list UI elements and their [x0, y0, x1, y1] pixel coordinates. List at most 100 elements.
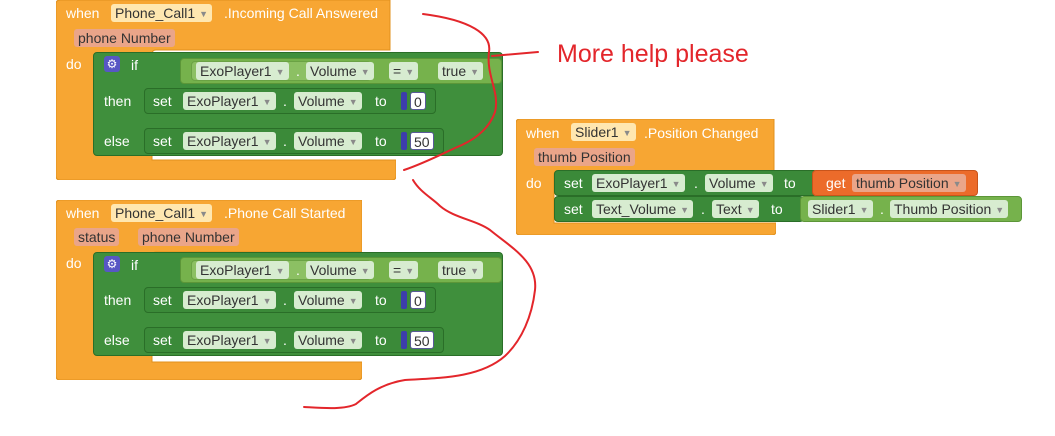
do-keyword: do [66, 56, 82, 72]
boolean-dropdown[interactable]: true▼ [438, 261, 484, 279]
property-dropdown[interactable]: Volume▼ [306, 62, 374, 80]
chevron-down-icon: ▼ [405, 67, 415, 77]
chevron-down-icon: ▼ [360, 266, 370, 276]
to-keyword: to [784, 175, 796, 191]
chevron-down-icon: ▼ [360, 67, 370, 77]
number-connector [401, 291, 407, 309]
event-name: .Incoming Call Answered [224, 5, 379, 21]
dot-separator: . [701, 201, 705, 217]
chevron-down-icon: ▼ [745, 205, 755, 215]
chevron-down-icon: ▼ [199, 209, 209, 219]
to-keyword: to [375, 332, 387, 348]
chevron-down-icon: ▼ [952, 179, 962, 189]
set-keyword: set [153, 93, 172, 109]
chevron-down-icon: ▼ [275, 266, 285, 276]
gear-icon[interactable]: ⚙ [104, 256, 120, 272]
chevron-down-icon: ▼ [622, 128, 632, 138]
operator-dropdown[interactable]: =▼ [389, 261, 419, 279]
property-dropdown[interactable]: Volume▼ [294, 132, 362, 150]
else-keyword: else [104, 133, 130, 149]
chevron-down-icon: ▼ [262, 336, 272, 346]
set-keyword: set [153, 133, 172, 149]
to-keyword: to [375, 133, 387, 149]
number-connector [401, 331, 407, 349]
param-thumb-position[interactable]: thumb Position [534, 148, 635, 166]
to-keyword: to [375, 292, 387, 308]
chevron-down-icon: ▼ [262, 97, 272, 107]
chevron-down-icon: ▼ [759, 179, 769, 189]
chevron-down-icon: ▼ [470, 266, 480, 276]
set-keyword: set [153, 292, 172, 308]
number-value[interactable]: 0 [410, 291, 426, 309]
param-phone-number[interactable]: phone Number [138, 228, 239, 246]
number-value[interactable]: 50 [410, 132, 434, 150]
component-dropdown[interactable]: Phone_Call1▼ [111, 4, 213, 22]
set-keyword: set [564, 201, 583, 217]
chevron-down-icon: ▼ [262, 296, 272, 306]
chevron-down-icon: ▼ [859, 205, 869, 215]
chevron-down-icon: ▼ [348, 137, 358, 147]
component-dropdown[interactable]: ExoPlayer1▼ [196, 261, 289, 279]
param-status[interactable]: status [74, 228, 120, 246]
chevron-down-icon: ▼ [275, 67, 285, 77]
event-name: .Phone Call Started [224, 205, 346, 221]
chevron-down-icon: ▼ [348, 97, 358, 107]
dot-separator: . [880, 201, 884, 217]
component-dropdown[interactable]: Text_Volume▼ [592, 200, 694, 218]
component-dropdown[interactable]: Slider1▼ [808, 200, 873, 218]
chevron-down-icon: ▼ [995, 205, 1005, 215]
component-dropdown[interactable]: ExoPlayer1▼ [183, 331, 276, 349]
component-dropdown[interactable]: ExoPlayer1▼ [196, 62, 289, 80]
else-keyword: else [104, 332, 130, 348]
chevron-down-icon: ▼ [671, 179, 681, 189]
property-dropdown[interactable]: Volume▼ [294, 291, 362, 309]
component-dropdown[interactable]: Slider1▼ [571, 123, 636, 141]
property-dropdown[interactable]: Text▼ [712, 200, 759, 218]
dot-separator: . [283, 332, 287, 348]
number-value[interactable]: 0 [410, 92, 426, 110]
when-keyword: when [66, 5, 100, 21]
chevron-down-icon: ▼ [405, 266, 415, 276]
component-dropdown[interactable]: ExoPlayer1▼ [183, 132, 276, 150]
event-block-slider-position-changed[interactable]: when Slider1▼ .Position Changed thumb Po… [516, 119, 776, 235]
component-dropdown[interactable]: ExoPlayer1▼ [183, 291, 276, 309]
component-dropdown[interactable]: ExoPlayer1▼ [183, 92, 276, 110]
property-dropdown[interactable]: Thumb Position▼ [890, 200, 1009, 218]
chevron-down-icon: ▼ [470, 67, 480, 77]
chevron-down-icon: ▼ [262, 137, 272, 147]
param-phone-number[interactable]: phone Number [74, 29, 175, 47]
to-keyword: to [771, 201, 783, 217]
if-keyword: if [131, 57, 138, 73]
do-keyword: do [526, 175, 542, 191]
dot-separator: . [283, 292, 287, 308]
component-dropdown[interactable]: Phone_Call1▼ [111, 204, 213, 222]
operator-dropdown[interactable]: =▼ [389, 62, 419, 80]
dot-separator: . [283, 93, 287, 109]
then-keyword: then [104, 292, 132, 308]
property-dropdown[interactable]: Volume▼ [705, 174, 773, 192]
chevron-down-icon: ▼ [348, 336, 358, 346]
variable-dropdown[interactable]: thumb Position▼ [852, 174, 966, 192]
to-keyword: to [375, 93, 387, 109]
help-annotation: More help please [557, 40, 749, 68]
boolean-dropdown[interactable]: true▼ [438, 62, 484, 80]
dot-separator: . [296, 63, 300, 79]
gear-icon[interactable]: ⚙ [104, 56, 120, 72]
dot-separator: . [283, 133, 287, 149]
component-dropdown[interactable]: ExoPlayer1▼ [592, 174, 685, 192]
property-dropdown[interactable]: Volume▼ [294, 92, 362, 110]
get-keyword: get [826, 175, 846, 191]
property-dropdown[interactable]: Volume▼ [306, 261, 374, 279]
chevron-down-icon: ▼ [348, 296, 358, 306]
dot-separator: . [694, 175, 698, 191]
do-keyword: do [66, 255, 82, 271]
when-keyword: when [526, 125, 560, 141]
number-value[interactable]: 50 [410, 331, 434, 349]
if-keyword: if [131, 257, 138, 273]
chevron-down-icon: ▼ [680, 205, 690, 215]
event-name: .Position Changed [644, 125, 759, 141]
property-dropdown[interactable]: Volume▼ [294, 331, 362, 349]
number-connector [401, 132, 407, 150]
dot-separator: . [296, 262, 300, 278]
